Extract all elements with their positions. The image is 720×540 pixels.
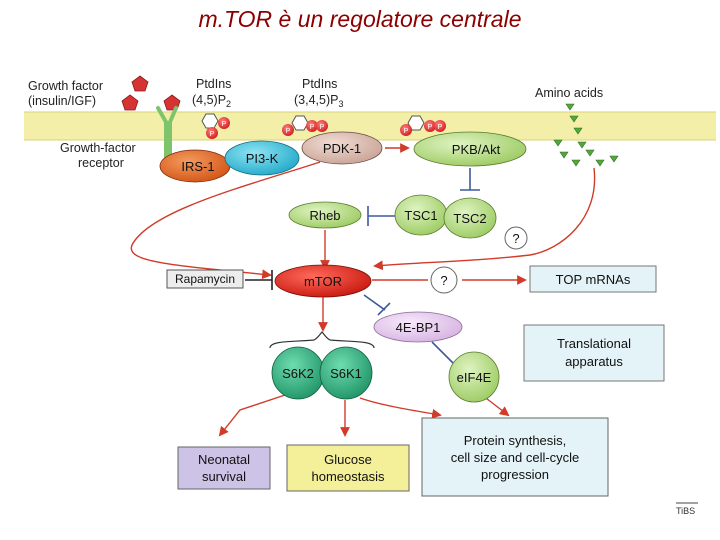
rapamycin-inhibition bbox=[245, 270, 273, 290]
svg-text:P: P bbox=[286, 128, 291, 135]
pi3k-node bbox=[224, 140, 300, 176]
ptdins2-label-2: (4,5)P2 bbox=[192, 93, 231, 109]
growth-factor-icon bbox=[131, 75, 149, 92]
receptor-label-2: receptor bbox=[78, 156, 124, 170]
eif4e-label: eIF4E bbox=[457, 370, 492, 385]
rapamycin-label: Rapamycin bbox=[175, 272, 235, 286]
neonatal-label: Neonatal bbox=[198, 452, 250, 467]
pdk1-label: PDK-1 bbox=[323, 141, 361, 156]
activation-arrows bbox=[130, 143, 596, 437]
lipid-hexagon-icon bbox=[407, 115, 425, 131]
growth-factor-label: Growth factor bbox=[28, 79, 103, 93]
tsc2-node bbox=[443, 197, 497, 239]
page-title: m.TOR è un regolatore centrale bbox=[198, 6, 522, 32]
svg-text:P: P bbox=[438, 124, 443, 131]
inhibition-lines bbox=[363, 168, 480, 373]
eif4e-node bbox=[448, 351, 500, 403]
mtor-node bbox=[274, 264, 372, 298]
growth-factor-icon bbox=[121, 94, 139, 111]
cell-membrane bbox=[24, 112, 716, 140]
s6k1-node bbox=[319, 346, 373, 400]
amino-acid-icon bbox=[553, 103, 619, 167]
4e-bp1-node bbox=[373, 311, 463, 343]
top-mrnas-box bbox=[529, 265, 657, 293]
mtor-label: mTOR bbox=[304, 274, 342, 289]
glucose-label: Glucose bbox=[324, 452, 372, 467]
protein-label: Protein synthesis, bbox=[464, 433, 567, 448]
translational-label: Translational bbox=[557, 336, 631, 351]
rapamycin-box bbox=[166, 269, 244, 289]
unknown-link-1-label: ? bbox=[512, 231, 519, 246]
receptor-label: Growth-factor bbox=[60, 141, 136, 155]
svg-text:P: P bbox=[428, 124, 433, 131]
svg-text:P: P bbox=[404, 128, 409, 135]
pkb-akt-label: PKB/Akt bbox=[452, 142, 501, 157]
neonatal-label-2: survival bbox=[202, 469, 246, 484]
svg-text:P: P bbox=[310, 124, 315, 131]
top-mrnas-label: TOP mRNAs bbox=[556, 272, 631, 287]
translational-label-2: apparatus bbox=[565, 354, 623, 369]
protein-label-3: progression bbox=[481, 467, 549, 482]
pi3k-label: PI3-K bbox=[246, 151, 279, 166]
s6k-brace bbox=[269, 331, 375, 349]
pdk1-node bbox=[301, 131, 383, 165]
tsc1-label: TSC1 bbox=[404, 208, 437, 223]
source-label: TiBS bbox=[676, 506, 695, 516]
svg-text:P: P bbox=[210, 131, 215, 138]
amino-acids-label: Amino acids bbox=[535, 86, 603, 100]
glucose-label-2: homeostasis bbox=[312, 469, 385, 484]
translational-apparatus-box bbox=[523, 324, 665, 382]
lipid-hexagon-icon bbox=[201, 113, 219, 129]
unknown-link-1 bbox=[504, 226, 528, 250]
glucose-homeostasis-box bbox=[286, 444, 410, 492]
protein-label-2: cell size and cell-cycle bbox=[451, 450, 580, 465]
4e-bp1-label: 4E-BP1 bbox=[396, 320, 441, 335]
ptdins3-label: PtdIns bbox=[302, 77, 337, 91]
neonatal-survival-box bbox=[177, 446, 271, 490]
ptdins2-label: PtdIns bbox=[196, 77, 231, 91]
lipid-hexagon-icon bbox=[291, 115, 309, 131]
svg-text:P: P bbox=[320, 124, 325, 131]
tsc2-label: TSC2 bbox=[453, 211, 486, 226]
protein-synthesis-box bbox=[421, 417, 609, 497]
rheb-node bbox=[288, 201, 362, 229]
pkb-akt-node bbox=[413, 131, 527, 167]
unknown-link-2 bbox=[430, 266, 458, 294]
s6k2-label: S6K2 bbox=[282, 366, 314, 381]
rheb-label: Rheb bbox=[309, 208, 340, 223]
irs1-label: IRS-1 bbox=[181, 159, 214, 174]
unknown-link-2-label: ? bbox=[440, 273, 447, 288]
growth-factor-label-2: (insulin/IGF) bbox=[28, 94, 96, 108]
ptdins3-label-2: (3,4,5)P3 bbox=[294, 93, 343, 109]
phospho-group: P P P P P P P P bbox=[206, 117, 446, 139]
s6k1-label: S6K1 bbox=[330, 366, 362, 381]
svg-text:P: P bbox=[222, 121, 227, 128]
growth-factor-receptor-icon bbox=[156, 106, 178, 167]
